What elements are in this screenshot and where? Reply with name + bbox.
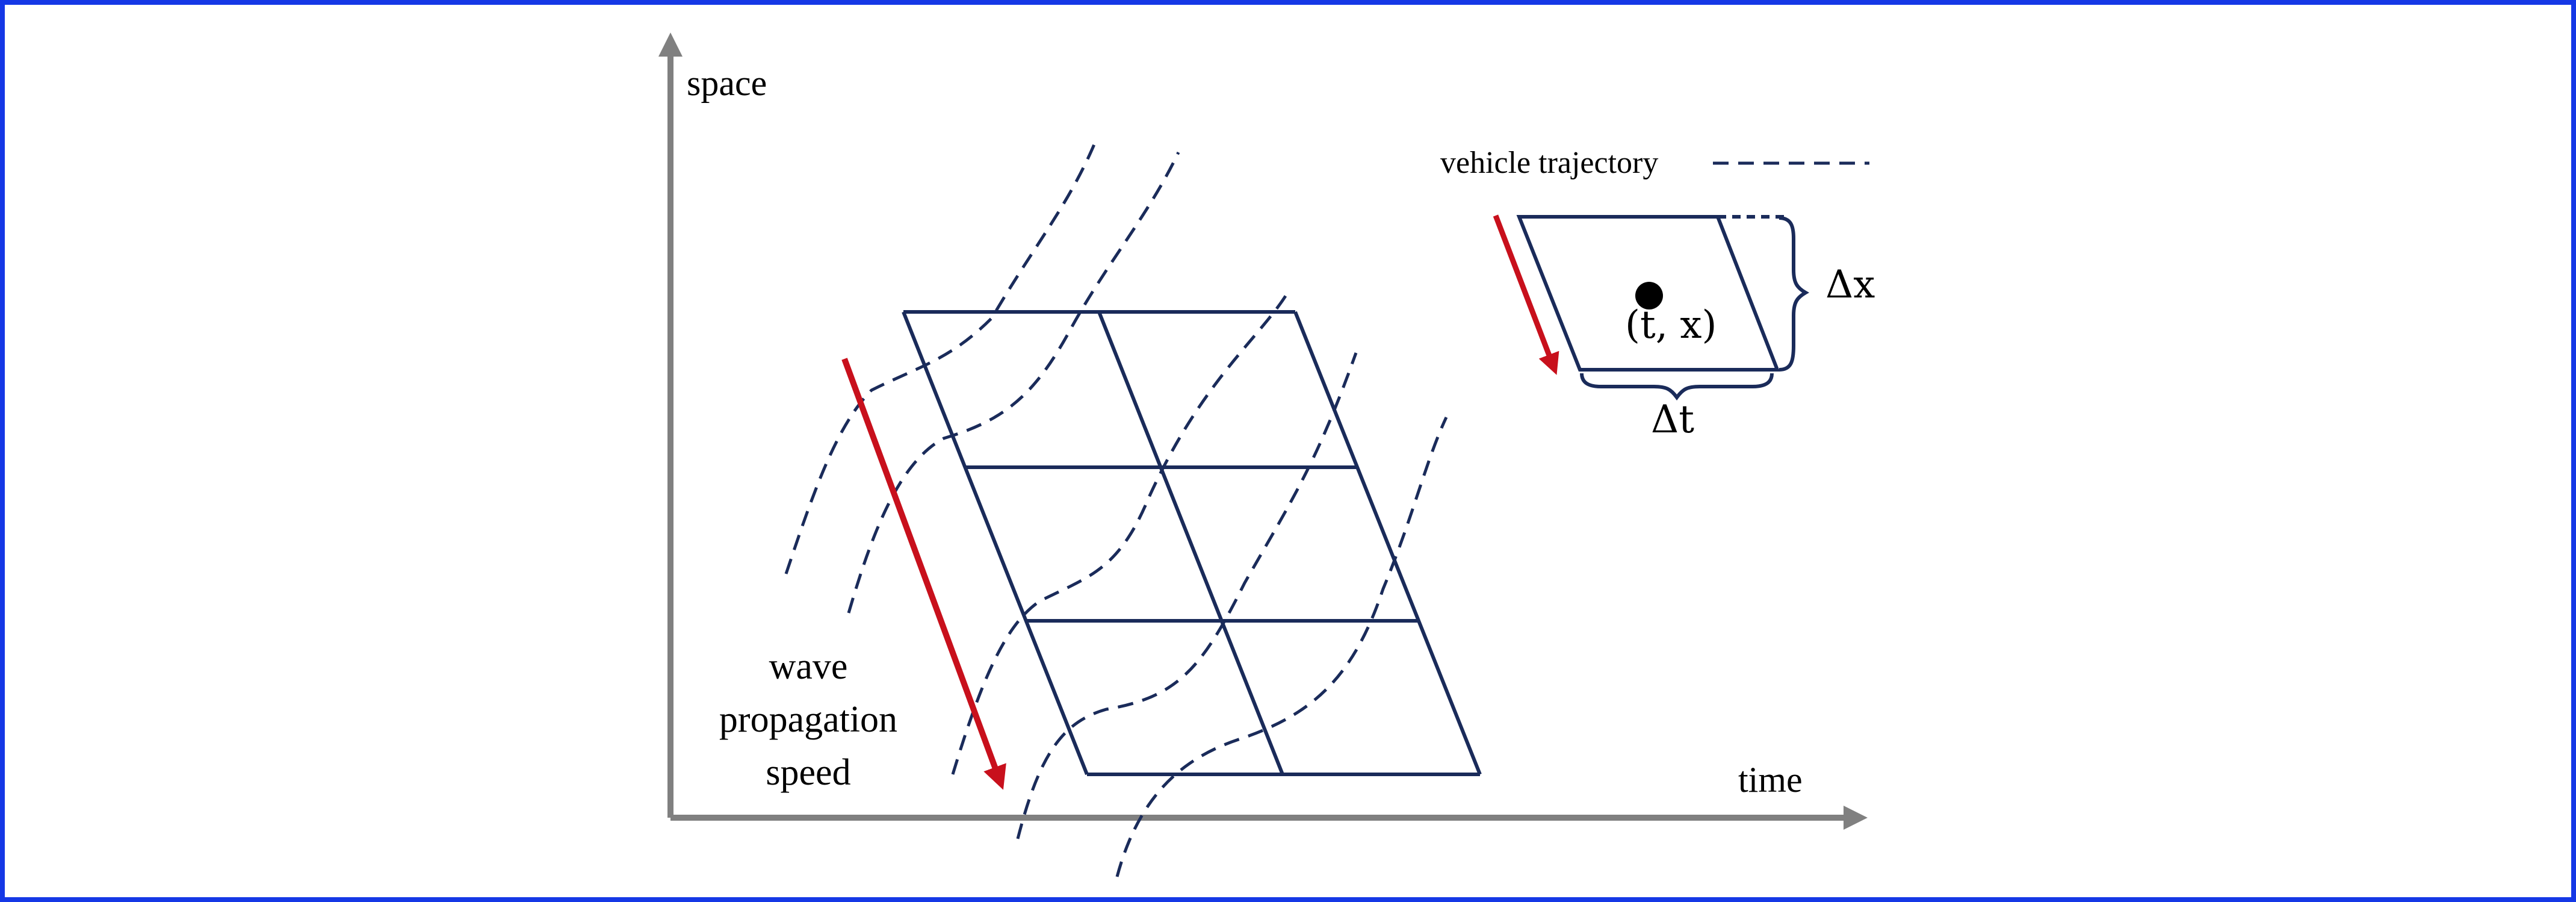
dx-brace xyxy=(1779,216,1810,372)
grid-col-mid xyxy=(1097,311,1284,776)
wave-propagation-label: wave propagation speed xyxy=(719,646,898,793)
inset-cell xyxy=(1516,215,1810,401)
inset-wave-arrow xyxy=(1493,214,1559,375)
trajectories xyxy=(784,137,1448,877)
inset-parallelogram xyxy=(1516,215,1780,372)
vehicle-trajectory xyxy=(951,288,1292,775)
diagram-svg xyxy=(658,33,1869,877)
vehicle-trajectory xyxy=(784,137,1099,574)
point-label: (t, x) xyxy=(1625,303,1717,347)
grid-col-right xyxy=(1293,311,1482,776)
wave-propagation-arrow xyxy=(841,358,1006,790)
inset-point xyxy=(1635,282,1663,309)
dt-label: Δt xyxy=(1651,397,1694,442)
grid-col-left xyxy=(902,311,1089,776)
legend-label: vehicle trajectory xyxy=(1440,146,1659,180)
vehicle-trajectory xyxy=(1115,416,1448,877)
vehicle-trajectory xyxy=(1016,352,1358,839)
dt-brace xyxy=(1580,373,1774,401)
cell-grid xyxy=(902,310,1482,776)
dx-label: Δx xyxy=(1825,263,1875,307)
x-axis-label: time xyxy=(1738,760,1803,800)
y-axis-label: space xyxy=(687,63,767,103)
vehicle-trajectory xyxy=(847,151,1180,614)
